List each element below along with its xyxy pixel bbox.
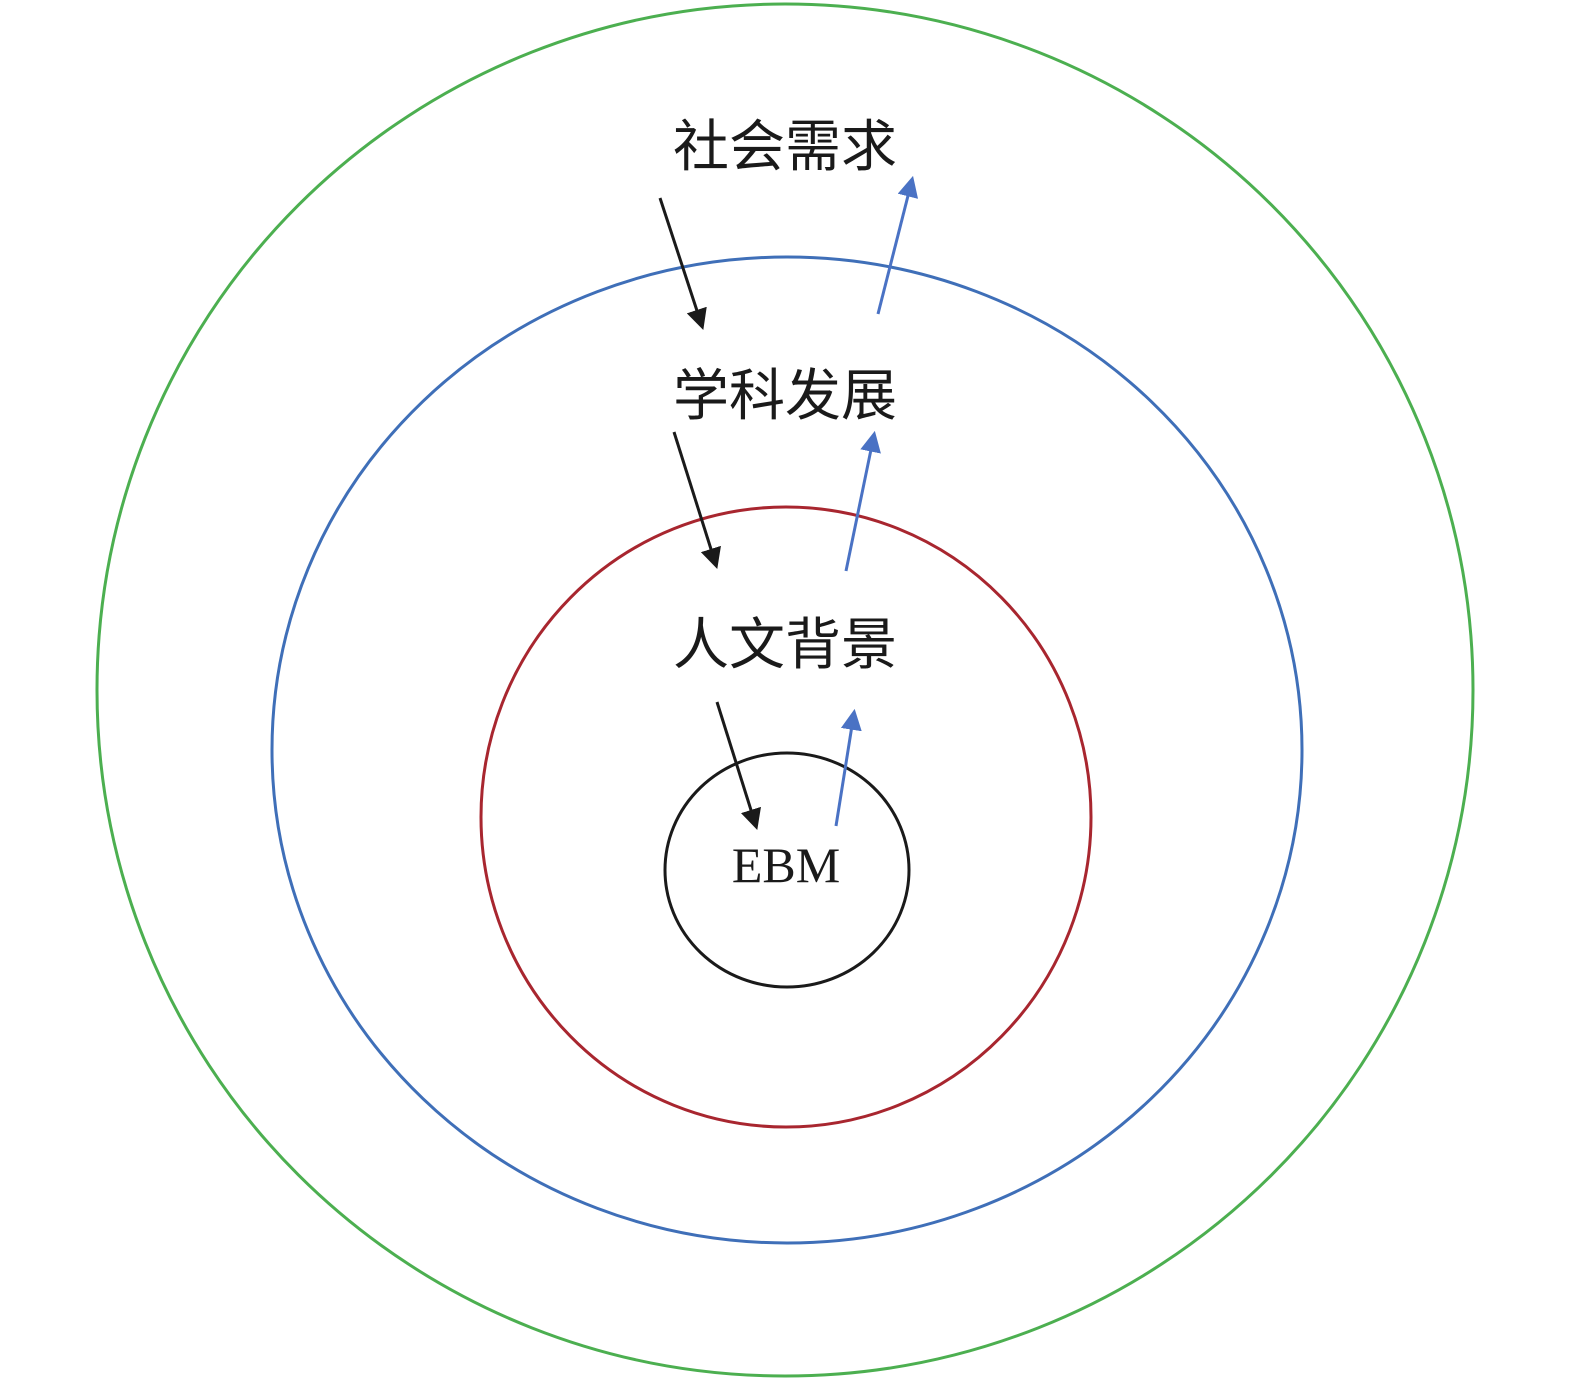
ring-outer (95, 2, 1475, 1378)
arrow-outward-core-to-third (834, 708, 862, 827)
label-second: 学科发展 (673, 364, 897, 429)
arrow-outward-second-to-outer (876, 175, 919, 315)
label-outer: 社会需求 (673, 115, 897, 180)
arrow-inward-second-to-third (672, 431, 721, 570)
label-core: EBM (732, 837, 840, 893)
ring-third (479, 505, 1093, 1129)
arrow-inward-third-to-core (715, 701, 761, 831)
ring-core (663, 751, 911, 989)
label-third: 人文背景 (673, 613, 897, 678)
arrow-inward-outer-to-second (658, 197, 707, 330)
ring-second (270, 255, 1304, 1245)
arrow-outward-third-to-second (844, 430, 881, 572)
